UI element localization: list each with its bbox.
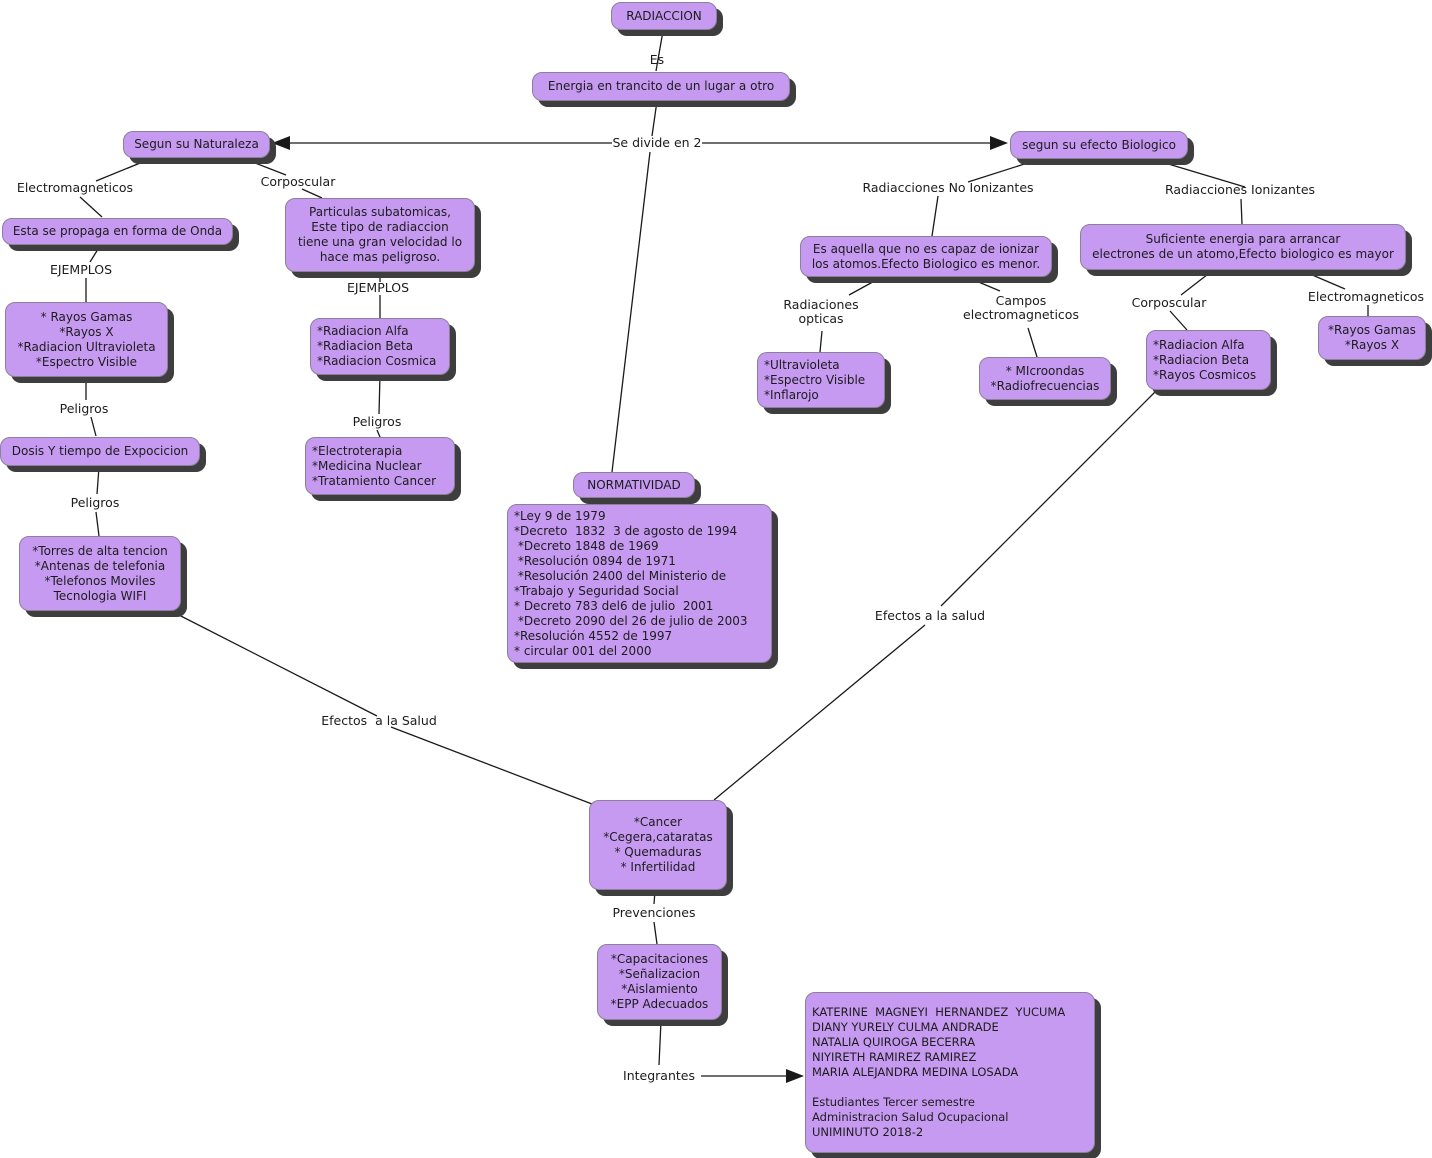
node-text: Suficiente energia para arrancar electro… (1092, 232, 1394, 261)
node-ejemplos-electromagneticos[interactable]: * Rayos Gamas *Rayos X *Radiacion Ultrav… (5, 302, 168, 377)
node-torres-peligros[interactable]: *Torres de alta tencion *Antenas de tele… (19, 536, 181, 611)
link-label-corposcular-izq[interactable]: Corposcular (260, 174, 336, 189)
link-label-radiaciones-opticas[interactable]: Radiaciones opticas (783, 297, 859, 326)
node-text: *Rayos Gamas *Rayos X (1328, 323, 1416, 352)
node-efectos-cancer[interactable]: *Cancer *Cegera,cataratas * Quemaduras *… (589, 800, 727, 890)
node-text: * MIcroondas *Radiofrecuencias (990, 363, 1100, 393)
node-integrantes-nombres[interactable]: KATERINE MAGNEYI HERNANDEZ YUCUMA DIANY … (805, 992, 1095, 1153)
link-label-ionizantes[interactable]: Radiacciones Ionizantes (1164, 182, 1316, 197)
link-label-electromagneticos-der[interactable]: Electromagneticos (1307, 289, 1425, 304)
node-rayos-gamas-x[interactable]: *Rayos Gamas *Rayos X (1318, 316, 1426, 360)
node-text: Dosis Y tiempo de Expocicion (11, 444, 189, 458)
node-normatividad[interactable]: NORMATIVIDAD (573, 472, 695, 498)
link-label-efectos-salud-izq[interactable]: Efectos a la Salud (321, 713, 437, 728)
node-text: Particulas subatomicas, Este tipo de rad… (297, 205, 463, 264)
link-label-campos-em[interactable]: Campos electromagneticos (963, 293, 1079, 322)
arrow-integrantes-icon (786, 1069, 804, 1083)
link-label-es[interactable]: Es (649, 52, 665, 67)
node-text: Segun su Naturaleza (134, 137, 259, 151)
node-ionizantes-desc[interactable]: Suficiente energia para arrancar electro… (1080, 224, 1406, 270)
link-label-corposcular-der[interactable]: Corposcular (1131, 295, 1207, 310)
node-text: RADIACCION (626, 8, 702, 23)
link-label-no-ionizantes[interactable]: Radiacciones No Ionizantes (862, 180, 1034, 195)
node-corposcular-ionizante[interactable]: *Radiacion Alfa *Radiacion Beta *Rayos C… (1146, 330, 1271, 390)
node-energia[interactable]: Energia en trancito de un lugar a otro (532, 72, 790, 101)
link-label-prevenciones[interactable]: Prevenciones (612, 905, 696, 920)
node-text: *Radiacion Alfa *Radiacion Beta *Radiaci… (317, 324, 437, 368)
node-propaga-onda[interactable]: Esta se propaga en forma de Onda (2, 218, 233, 245)
link-label-efectos-salud-der[interactable]: Efectos a la salud (874, 608, 986, 623)
link-label-se-divide[interactable]: Se divide en 2 (612, 135, 702, 150)
link-label-integrantes[interactable]: Integrantes (623, 1068, 695, 1083)
node-text: * Rayos Gamas *Rayos X *Radiacion Ultrav… (17, 309, 156, 369)
node-text: *Cancer *Cegera,cataratas * Quemaduras *… (603, 815, 713, 874)
link-label-electromagneticos-izq[interactable]: Electromagneticos (16, 180, 134, 195)
link-label-peligros-2[interactable]: Peligros (70, 495, 120, 510)
node-particulas-subatomicas[interactable]: Particulas subatomicas, Este tipo de rad… (285, 198, 475, 272)
node-text: *Electroterapia *Medicina Nuclear *Trata… (312, 443, 437, 488)
node-text: NORMATIVIDAD (587, 477, 681, 492)
node-text: *Capacitaciones *Señalizacion *Aislamien… (610, 952, 709, 1011)
node-text: Energia en trancito de un lugar a otro (547, 79, 775, 93)
node-ultravioleta[interactable]: *Ultravioleta *Espectro Visible *Inflaro… (757, 352, 885, 408)
link-label-ejemplos-2[interactable]: EJEMPLOS (346, 280, 410, 295)
node-no-ionizantes-desc[interactable]: Es aquella que no es capaz de ionizar lo… (800, 236, 1052, 277)
node-text: KATERINE MAGNEYI HERNANDEZ YUCUMA DIANY … (812, 1005, 1066, 1139)
node-text: segun su efecto Biologico (1022, 137, 1176, 152)
node-capacitaciones[interactable]: *Capacitaciones *Señalizacion *Aislamien… (597, 944, 722, 1020)
link-label-ejemplos-1[interactable]: EJEMPLOS (49, 262, 113, 277)
node-efecto-biologico[interactable]: segun su efecto Biologico (1010, 131, 1188, 159)
node-normas-lista[interactable]: *Ley 9 de 1979 *Decreto 1832 3 de agosto… (507, 504, 772, 663)
node-radiacion-ejemplos[interactable]: *Radiacion Alfa *Radiacion Beta *Radiaci… (310, 318, 450, 375)
node-text: Esta se propaga en forma de Onda (12, 224, 223, 238)
node-electroterapia[interactable]: *Electroterapia *Medicina Nuclear *Trata… (305, 437, 455, 495)
node-text: *Ley 9 de 1979 *Decreto 1832 3 de agosto… (514, 508, 748, 658)
node-dosis-expocicion[interactable]: Dosis Y tiempo de Expocicion (0, 437, 200, 466)
arrow-right-icon (990, 136, 1008, 150)
link-label-peligros-1[interactable]: Peligros (59, 401, 109, 416)
node-text: *Ultravioleta *Espectro Visible *Inflaro… (764, 357, 866, 402)
link-label-peligros-3[interactable]: Peligros (352, 414, 402, 429)
arrow-left-icon (272, 136, 290, 150)
node-text: *Radiacion Alfa *Radiacion Beta *Rayos C… (1153, 337, 1257, 382)
node-segun-naturaleza[interactable]: Segun su Naturaleza (123, 131, 270, 158)
node-microondas[interactable]: * MIcroondas *Radiofrecuencias (979, 357, 1111, 400)
node-radiaccion[interactable]: RADIACCION (611, 2, 717, 30)
node-text: Es aquella que no es capaz de ionizar lo… (811, 241, 1041, 271)
node-text: *Torres de alta tencion *Antenas de tele… (32, 543, 168, 603)
